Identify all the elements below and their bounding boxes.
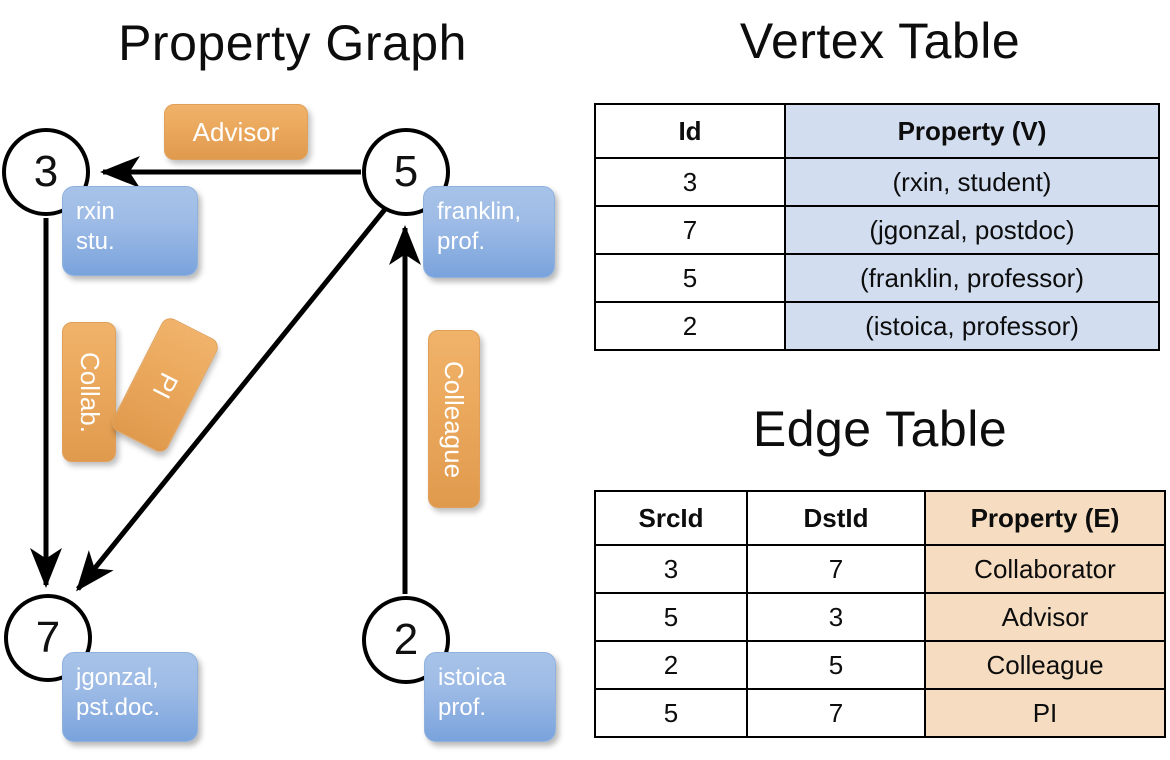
vertex-property-box-5[interactable]: franklin, prof. — [423, 186, 555, 278]
vertex-property-7-line2: pst.doc. — [76, 694, 161, 721]
graph-node-7-label: 7 — [35, 613, 61, 662]
vertex-table-cell-id: 7 — [594, 205, 786, 255]
edge-label-advisor-text: Advisor — [192, 116, 280, 147]
edge-label-colleague[interactable]: Colleague — [428, 330, 480, 508]
vertex-table-header-property: Property (V) — [784, 103, 1160, 159]
graph-node-2-label: 2 — [393, 615, 419, 664]
edge-table: SrcId DstId Property (E) 3 7 Collaborato… — [594, 490, 1166, 738]
edge-table-cell-dstid: 5 — [746, 640, 926, 690]
edge-table-cell-dstid: 7 — [746, 688, 926, 738]
edge-table-cell-srcid: 5 — [594, 592, 748, 642]
vertex-property-5-line2: prof. — [437, 228, 486, 255]
edge-table-cell-property: PI — [924, 688, 1166, 738]
table-row[interactable]: 5 (franklin, professor) — [594, 253, 1160, 303]
vertex-property-2-line1: istoica — [438, 664, 507, 691]
graph-edges-svg — [30, 156, 421, 594]
edge-table-cell-property: Collaborator — [924, 544, 1166, 594]
vertex-property-3-line2: stu. — [76, 228, 115, 255]
property-graph-diagram: 3 5 7 2 rxin stu. franklin, prof. jgonza… — [2, 104, 556, 742]
edge-table-cell-property: Advisor — [924, 592, 1166, 642]
table-row[interactable]: 3 (rxin, student) — [594, 157, 1160, 207]
edge-table-cell-srcid: 5 — [594, 688, 748, 738]
graph-node-2[interactable]: 2 — [362, 596, 450, 684]
table-row[interactable]: 2 5 Colleague — [594, 640, 1166, 690]
edge-table-cell-srcid: 2 — [594, 640, 748, 690]
vertex-table-cell-id: 3 — [594, 157, 786, 207]
edge-table-cell-srcid: 3 — [594, 544, 748, 594]
page-title-edge-table: Edge Table — [752, 401, 1008, 457]
table-row[interactable]: 3 7 Collaborator — [594, 544, 1166, 594]
table-row[interactable]: 7 (jgonzal, postdoc) — [594, 205, 1160, 255]
edge-table-header-property: Property (E) — [924, 490, 1166, 546]
edge-label-collab[interactable]: Collab. — [62, 322, 116, 462]
graph-node-5-label: 5 — [393, 147, 419, 196]
vertex-table-cell-property: (franklin, professor) — [784, 253, 1160, 303]
vertex-property-box-2[interactable]: istoica prof. — [424, 652, 556, 742]
graph-node-3-label: 3 — [33, 147, 59, 196]
vertex-property-2-line2: prof. — [438, 694, 487, 721]
vertex-property-5-line1: franklin, — [437, 198, 522, 225]
vertex-property-7-line1: jgonzal, — [76, 664, 159, 691]
page-title-property-graph: Property Graph — [118, 15, 467, 71]
vertex-table-cell-property: (rxin, student) — [784, 157, 1160, 207]
edge-label-colleague-text: Colleague — [439, 360, 470, 478]
table-row[interactable]: 5 3 Advisor — [594, 592, 1166, 642]
edge-label-pi-text: PI — [146, 367, 185, 403]
vertex-table-cell-property: (istoica, professor) — [784, 301, 1160, 351]
vertex-table: Id Property (V) 3 (rxin, student) 7 (jgo… — [594, 103, 1160, 351]
table-row[interactable]: 5 7 PI — [594, 688, 1166, 738]
graph-node-5[interactable]: 5 — [362, 128, 450, 216]
vertex-table-cell-property: (jgonzal, postdoc) — [784, 205, 1160, 255]
edge-label-advisor[interactable]: Advisor — [164, 104, 308, 160]
vertex-property-box-3[interactable]: rxin stu. — [62, 186, 198, 276]
edge-table-cell-dstid: 7 — [746, 544, 926, 594]
page-title-vertex-table: Vertex Table — [739, 13, 1021, 69]
edge-table-header-srcid: SrcId — [594, 490, 748, 546]
edge-table-header-row: SrcId DstId Property (E) — [594, 490, 1166, 546]
table-row[interactable]: 2 (istoica, professor) — [594, 301, 1160, 351]
vertex-table-cell-id: 2 — [594, 301, 786, 351]
graph-edge-5-to-7 — [76, 206, 388, 592]
edge-label-collab-text: Collab. — [74, 351, 105, 433]
vertex-property-box-7[interactable]: jgonzal, pst.doc. — [62, 652, 198, 742]
vertex-table-header-row: Id Property (V) — [594, 103, 1160, 159]
vertex-table-cell-id: 5 — [594, 253, 786, 303]
edge-table-header-dstid: DstId — [746, 490, 926, 546]
edge-table-cell-dstid: 3 — [746, 592, 926, 642]
vertex-property-3-line1: rxin — [76, 198, 115, 225]
edge-table-cell-property: Colleague — [924, 640, 1166, 690]
vertex-table-header-id: Id — [594, 103, 786, 159]
